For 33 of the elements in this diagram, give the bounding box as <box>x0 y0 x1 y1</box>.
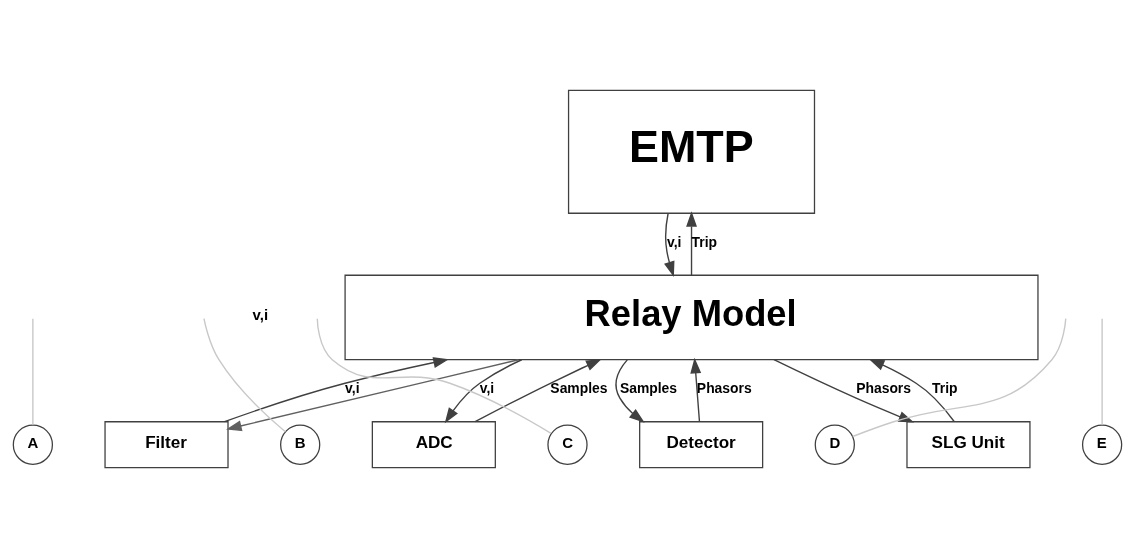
node-circle: A <box>12 424 54 465</box>
node-box: SLG Unit <box>906 421 1031 469</box>
node-circle: C <box>547 424 588 465</box>
arrow <box>686 211 697 276</box>
label: v,i <box>252 306 269 324</box>
connector <box>203 317 287 433</box>
edge-label: v,i <box>479 380 495 397</box>
node-circle: E <box>1081 424 1123 465</box>
arrow <box>474 358 602 423</box>
connector <box>32 317 34 426</box>
edge-label: Phasors <box>856 380 912 397</box>
node-box: ADC <box>371 421 496 469</box>
arrow <box>226 359 520 432</box>
arrow <box>664 212 675 277</box>
edge-label: v,i <box>345 380 360 397</box>
arrow <box>690 357 702 423</box>
node-box: Detector <box>639 421 764 469</box>
edge-label: Trip <box>932 380 958 397</box>
node-box: EMTP <box>567 89 816 214</box>
node-box: Filter <box>104 421 229 469</box>
connector <box>852 317 1067 438</box>
arrow <box>444 359 523 424</box>
edge-label: v,i <box>666 233 682 250</box>
edge-label: Phasors <box>696 380 752 397</box>
node-box: Relay Model <box>344 274 1039 361</box>
node-circle: D <box>814 424 855 465</box>
connector <box>316 317 552 435</box>
edge-label: Samples <box>550 380 608 397</box>
node-circle: B <box>280 424 321 465</box>
arrow <box>615 359 645 423</box>
edge-label: Samples <box>619 380 678 397</box>
connector <box>1101 317 1103 426</box>
arrow <box>223 357 449 423</box>
